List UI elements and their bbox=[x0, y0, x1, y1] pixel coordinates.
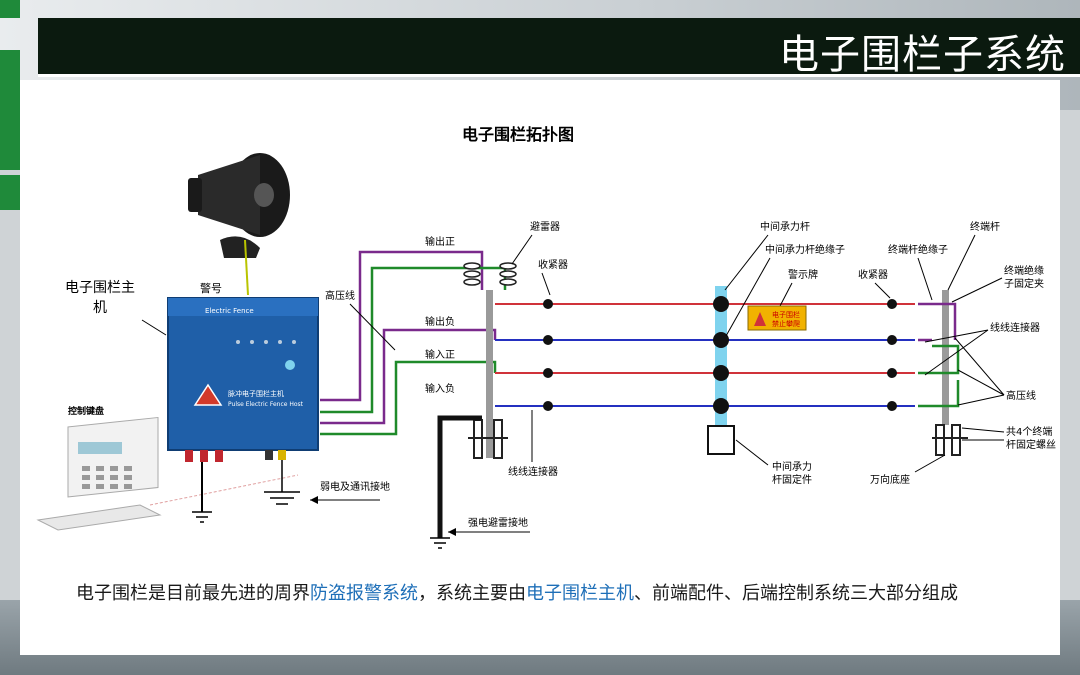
caption-text-3: 、前端配件、后端控制系统三大部分组成 bbox=[634, 583, 958, 604]
insulator-icon bbox=[713, 296, 729, 414]
strong-ground-label: 强电避雷接地 bbox=[468, 516, 528, 529]
accent-bar-1 bbox=[0, 0, 20, 18]
in-neg-label: 输入负 bbox=[425, 382, 455, 395]
caption-highlight-2: 电子围栏主机 bbox=[526, 583, 634, 604]
tensioner-right-group bbox=[887, 299, 897, 411]
out-neg-label: 输出负 bbox=[425, 315, 455, 328]
warning-sign-icon: 电子围栏 禁止攀爬 bbox=[747, 305, 807, 331]
wire-connector-right-label: 线线连接器 bbox=[990, 321, 1040, 334]
host-label-line1: 电子围栏主 bbox=[65, 280, 135, 296]
keypad-icon bbox=[36, 416, 162, 531]
accent-bar-2 bbox=[0, 50, 20, 170]
keyboard-label: 控制键盘 bbox=[68, 405, 104, 417]
mid-fix-label-line1: 中间承力 bbox=[772, 460, 812, 473]
warning-sign-label: 警示牌 bbox=[788, 268, 818, 281]
in-pos-label: 输入正 bbox=[425, 348, 455, 361]
slide-caption: 电子围栏是目前最先进的周界防盗报警系统，系统主要由电子围栏主机、前端配件、后端控… bbox=[76, 582, 996, 606]
device-name-cn: 脉冲电子围栏主机 bbox=[228, 389, 284, 398]
accent-bar-3 bbox=[0, 175, 20, 210]
universal-base-label: 万向底座 bbox=[870, 473, 910, 486]
host-label-line2: 机 bbox=[93, 300, 107, 316]
tensioner-right-label: 收紧器 bbox=[858, 268, 888, 281]
ground-icon bbox=[430, 537, 450, 549]
out-pos-label: 输出正 bbox=[425, 235, 455, 248]
siren-icon bbox=[188, 153, 290, 296]
hv-line-label: 高压线 bbox=[325, 289, 355, 302]
diagram-title: 电子围栏拓扑图 bbox=[462, 125, 574, 144]
mid-fix-label-line2: 杆固定件 bbox=[772, 473, 812, 486]
end-insulator-label: 终端杆绝缘子 bbox=[888, 243, 948, 256]
host-device: Electric Fence 脉冲电子围栏主机 Pulse Electric F… bbox=[167, 297, 319, 462]
device-name-en: Pulse Electric Fence Host bbox=[228, 401, 304, 408]
hv-line-right-label: 高压线 bbox=[1006, 389, 1036, 402]
svg-text:Electric Fence: Electric Fence bbox=[205, 307, 254, 315]
arrester-icon bbox=[463, 262, 517, 286]
ground-icon bbox=[264, 491, 300, 505]
left-pole bbox=[486, 290, 493, 458]
mid-insulator-label: 中间承力杆绝缘子 bbox=[765, 243, 845, 256]
end-clip-label-line2: 子固定夹 bbox=[1004, 277, 1044, 290]
mid-pole-label: 中间承力杆 bbox=[760, 220, 810, 233]
slide-canvas: 电子围栏拓扑图 警号 电子围栏主 机 Electric Fence 脉冲电子围栏… bbox=[20, 80, 1060, 655]
ground-icon bbox=[192, 511, 212, 523]
end-bolts-label-line2: 杆固定螺丝 bbox=[1006, 438, 1056, 451]
end-bolts-label-line1: 共4个终端 bbox=[1006, 425, 1052, 438]
caption-highlight-1: 防盗报警系统 bbox=[310, 583, 418, 604]
caption-text-2: ，系统主要由 bbox=[418, 583, 526, 604]
tensioner-left-label: 收紧器 bbox=[538, 258, 568, 271]
alarm-label: 警号 bbox=[200, 281, 222, 295]
wire-connector-left-label: 线线连接器 bbox=[508, 465, 558, 478]
title-bar: 电子围栏子系统 bbox=[38, 18, 1080, 78]
weak-ground-label: 弱电及通讯接地 bbox=[320, 480, 390, 493]
topology-diagram: 电子围栏拓扑图 警号 电子围栏主 机 Electric Fence 脉冲电子围栏… bbox=[36, 125, 1056, 549]
caption-text-1: 电子围栏是目前最先进的周界 bbox=[76, 583, 310, 604]
arrester-label: 避雷器 bbox=[530, 220, 560, 233]
end-pole-label: 终端杆 bbox=[970, 220, 1000, 233]
slide-title: 电子围栏子系统 bbox=[779, 32, 1066, 78]
tensioner-left-group bbox=[543, 299, 553, 411]
end-clip-label-line1: 终端绝缘 bbox=[1004, 264, 1044, 277]
end-pole bbox=[942, 290, 949, 425]
svg-text:禁止攀爬: 禁止攀爬 bbox=[772, 319, 800, 328]
svg-text:电子围栏: 电子围栏 bbox=[772, 310, 800, 319]
